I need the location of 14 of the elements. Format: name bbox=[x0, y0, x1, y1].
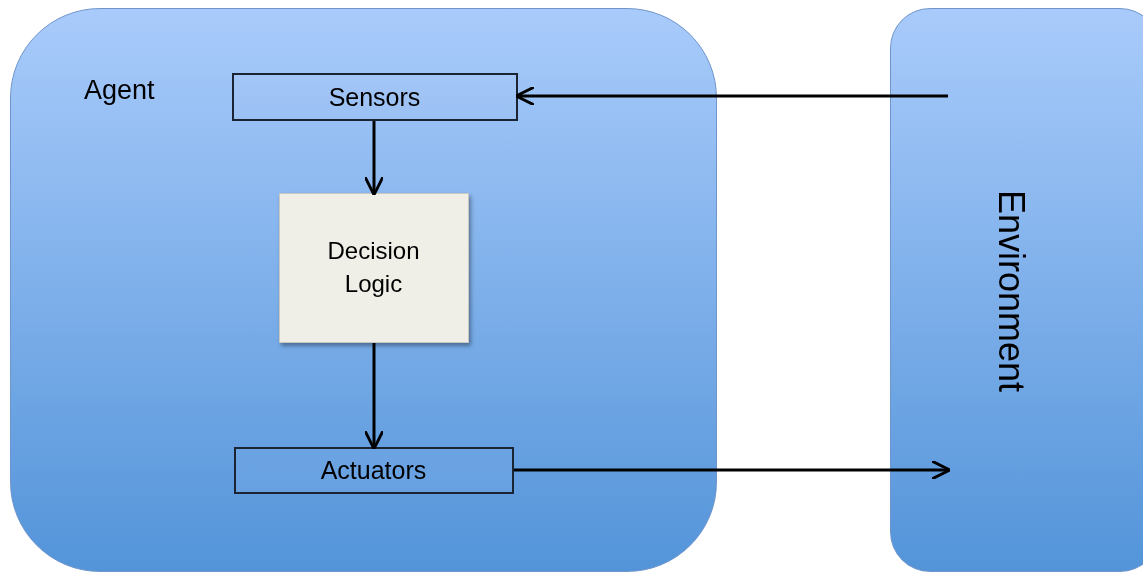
agent-panel bbox=[10, 8, 717, 572]
decision-logic-box bbox=[278, 192, 469, 343]
environment-panel bbox=[890, 8, 1143, 572]
arrow bbox=[363, 121, 385, 197]
sensors-box bbox=[231, 72, 518, 121]
actuators-box bbox=[233, 446, 514, 494]
node-label: Sensors bbox=[328, 81, 421, 112]
arrow bbox=[514, 459, 952, 481]
node-label: Agent bbox=[84, 75, 155, 106]
node-label: Environment bbox=[990, 189, 1032, 393]
node-label: Decision Logic bbox=[326, 235, 421, 300]
arrow bbox=[363, 343, 385, 451]
node-label: Actuators bbox=[320, 454, 427, 486]
arrow bbox=[514, 85, 948, 107]
